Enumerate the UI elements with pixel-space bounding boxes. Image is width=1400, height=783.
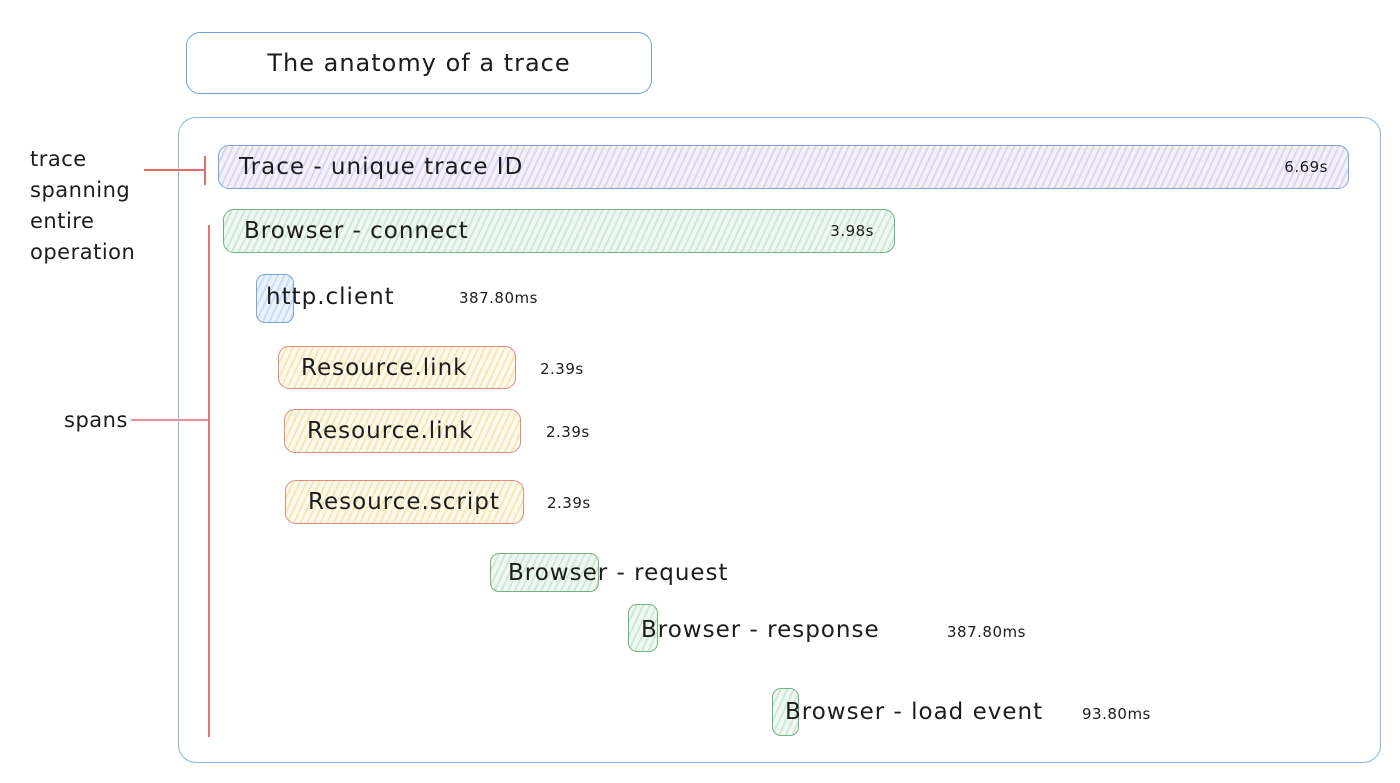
span-label-trace: Trace - unique trace ID [239,154,524,180]
trace-annotation-label: trace spanning entire operation [30,147,136,264]
trace-annotation-connector-line [144,169,205,171]
spans-bracket-line [208,225,210,737]
span-bar-browser-load-event [772,688,799,736]
diagram-title: The anatomy of a trace [267,49,571,77]
span-label-resource-link-2: Resource.link [307,418,474,444]
span-bar-trace: Trace - unique trace ID 6.69s [218,145,1349,189]
title-box: The anatomy of a trace [186,32,652,94]
span-duration-trace: 6.69s [1284,158,1328,176]
span-label-resource-link-1: Resource.link [301,354,468,381]
span-duration-browser-response: 387.80ms [947,623,1026,641]
span-label-browser-request: Browser - request [508,560,729,586]
trace-annotation-tick [204,156,206,185]
span-bar-resource-script: Resource.script [285,480,524,524]
span-duration-http-client: 387.80ms [459,289,538,307]
span-bar-resource-link-2: Resource.link [284,409,521,453]
span-duration-resource-link-2: 2.39s [546,423,590,441]
span-duration-browser-connect: 3.98s [830,222,874,240]
span-bar-browser-connect: Browser - connect 3.98s [223,209,895,253]
span-label-browser-response: Browser - response [641,617,880,643]
span-duration-resource-script: 2.39s [547,494,591,512]
span-bar-browser-request [490,553,599,592]
spans-annotation-label: spans [64,408,128,432]
span-bar-resource-link-1: Resource.link [278,346,516,389]
span-label-resource-script: Resource.script [308,489,500,515]
span-label-browser-load-event: Browser - load event [785,699,1044,725]
span-label-browser-connect: Browser - connect [244,218,469,244]
span-duration-resource-link-1: 2.39s [540,360,584,378]
span-bar-browser-response [628,604,658,652]
span-bar-http-client [256,274,294,323]
span-duration-browser-load-event: 93.80ms [1082,705,1151,723]
spans-annotation-connector-line [131,419,210,421]
span-label-http-client: http.client [266,284,395,310]
